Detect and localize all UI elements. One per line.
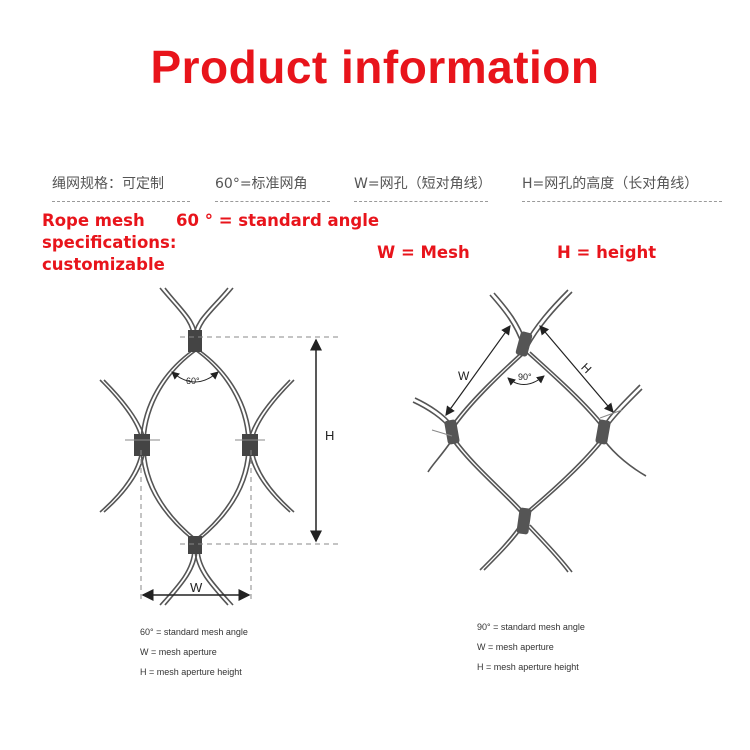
spec-note: Rope mesh specifications: customizable [42, 210, 176, 276]
legend-line: 60° = standard mesh angle [140, 627, 248, 637]
twist-node-icon [515, 331, 533, 357]
legend-line: W = mesh aperture [140, 647, 217, 657]
divider [522, 201, 722, 202]
legend-line: 90° = standard mesh angle [477, 622, 585, 632]
twist-node-icon [595, 419, 611, 445]
divider [215, 201, 330, 202]
angle-note: 60 ° = standard angle [176, 211, 380, 230]
cn-mesh-label: W=网孔（短对角线） [354, 176, 492, 192]
divider [354, 201, 488, 202]
cn-angle-header: 60°=标准网角 [215, 173, 330, 213]
legend-line: H = mesh aperture height [477, 662, 579, 672]
right-width-label: W [458, 369, 470, 383]
mesh-note: W = Mesh [377, 243, 470, 262]
cn-angle-label: 60°=标准网角 [215, 176, 308, 192]
legend-line: W = mesh aperture [477, 642, 554, 652]
cn-spec-label: 绳网规格：可定制 [52, 176, 164, 192]
spec-line-1: Rope mesh [42, 211, 145, 230]
spec-line-2: specifications: [42, 233, 177, 252]
spec-line-3: customizable [42, 255, 165, 274]
divider [52, 201, 190, 202]
ferrule-icon [134, 434, 150, 456]
cn-height-header: H=网孔的高度（长对角线） [522, 173, 722, 213]
cn-mesh-header: W=网孔（短对角线） [354, 173, 492, 213]
page-title: Product information [150, 41, 600, 93]
left-angle-label: 60° [186, 376, 200, 386]
left-width-label: W [190, 580, 203, 595]
height-note: H = height [557, 243, 657, 262]
ferrule-icon [188, 330, 202, 352]
left-legend: 60° = standard mesh angle W = mesh apert… [140, 622, 248, 682]
twist-node-icon [444, 419, 460, 445]
right-legend: 90° = standard mesh angle W = mesh apert… [477, 617, 585, 677]
right-angle-label: 90° [518, 372, 532, 382]
legend-line: H = mesh aperture height [140, 667, 242, 677]
twist-nodes [444, 331, 611, 535]
cn-height-label: H=网孔的高度（长对角线） [522, 176, 699, 192]
ferrule-icon [242, 434, 258, 456]
ferrule-icon [188, 536, 202, 554]
cn-spec-header: 绳网规格：可定制 [52, 173, 190, 213]
left-height-label: H [325, 428, 334, 443]
twist-node-icon [516, 507, 532, 535]
